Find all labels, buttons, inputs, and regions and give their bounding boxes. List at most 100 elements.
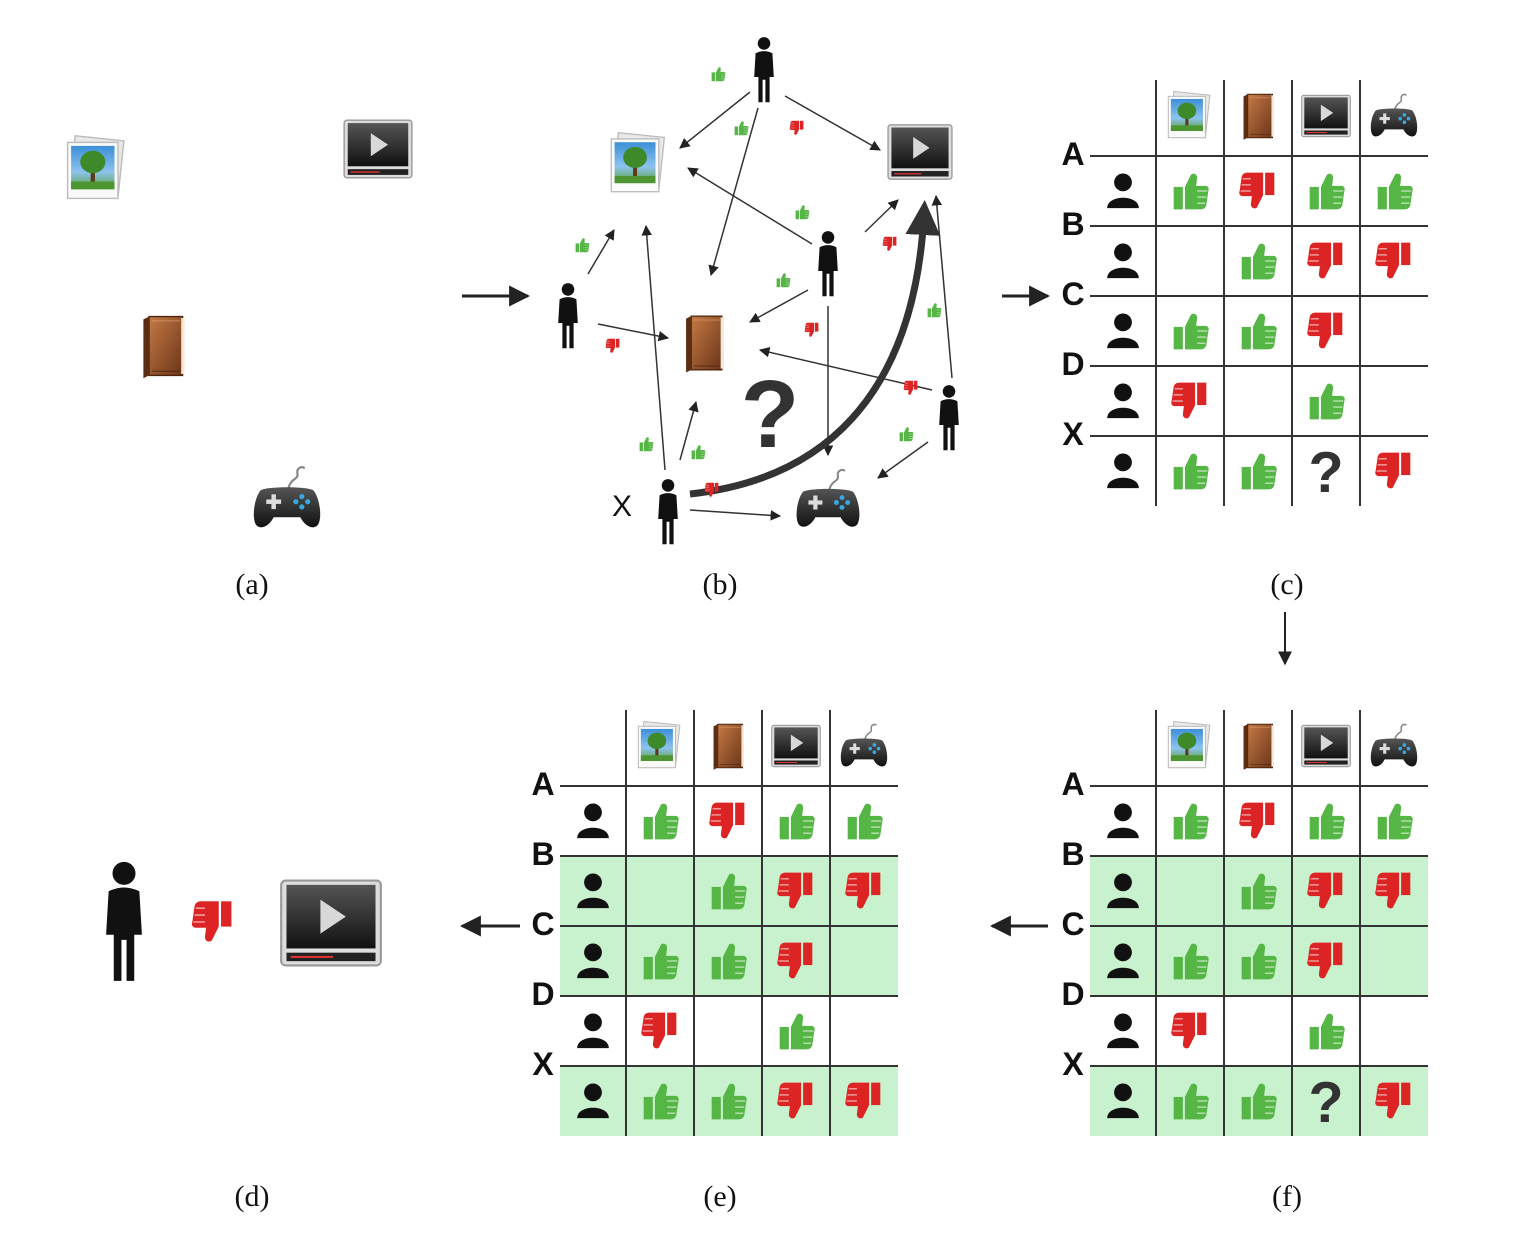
user-icon bbox=[577, 1013, 609, 1049]
thumbs-up-icon bbox=[927, 302, 942, 318]
rating-matrix-c: ? bbox=[1090, 80, 1428, 506]
thumbs-up-icon bbox=[1308, 382, 1346, 421]
prediction-arrow bbox=[689, 200, 941, 498]
user-icon bbox=[939, 385, 959, 451]
book-icon bbox=[1242, 93, 1275, 141]
thumbs-up-icon bbox=[575, 237, 590, 253]
thumbs-down-icon bbox=[1374, 241, 1412, 280]
thumbs-up-icon bbox=[1240, 452, 1278, 491]
user-icon bbox=[818, 231, 838, 297]
thumbs-up-icon bbox=[1172, 172, 1210, 211]
user-icon bbox=[1107, 173, 1139, 209]
thumbs-down-icon bbox=[1238, 171, 1276, 210]
thumbs-up-icon bbox=[1172, 802, 1210, 841]
thumbs-up-icon bbox=[711, 66, 726, 82]
row-label-a: A bbox=[531, 766, 555, 802]
row-label-x: X bbox=[532, 1046, 554, 1082]
thumbs-down-icon bbox=[1170, 1011, 1208, 1050]
video-icon bbox=[343, 119, 413, 179]
image-icon bbox=[1167, 90, 1211, 139]
rating-edges bbox=[587, 91, 953, 521]
thumbs-up-icon bbox=[1240, 312, 1278, 351]
thumbs-down-icon bbox=[605, 338, 620, 354]
image-icon bbox=[610, 131, 666, 193]
rating-matrix-f: ? bbox=[1090, 710, 1428, 1136]
thumbs-up-icon bbox=[899, 426, 914, 442]
thumbs-down-icon bbox=[190, 900, 233, 943]
user-icon bbox=[1107, 313, 1139, 349]
user-icon bbox=[558, 283, 578, 349]
user-x-icon bbox=[106, 861, 142, 981]
caption-e: (e) bbox=[703, 1180, 737, 1213]
row-label-b: B bbox=[531, 836, 555, 872]
thumbs-down-icon bbox=[804, 322, 819, 338]
thumbs-up-icon bbox=[1240, 242, 1278, 281]
user-icon bbox=[577, 803, 609, 839]
image-icon bbox=[66, 134, 125, 200]
thumbs-down-icon bbox=[1306, 241, 1344, 280]
unknown-rating-mark: ? bbox=[740, 361, 800, 468]
thumbs-up-icon bbox=[691, 444, 706, 460]
caption-a: (a) bbox=[235, 568, 269, 601]
book-icon bbox=[142, 315, 186, 380]
panel-d bbox=[106, 861, 382, 981]
user-icon bbox=[1107, 803, 1139, 839]
thumbs-up-icon bbox=[795, 204, 810, 220]
thumbs-up-icon bbox=[1308, 1012, 1346, 1051]
video-icon bbox=[887, 124, 953, 180]
gamepad-icon bbox=[1369, 93, 1419, 138]
thumbs-up-icon bbox=[778, 802, 816, 841]
row-label-d: D bbox=[1061, 976, 1085, 1012]
thumbs-up-icon bbox=[1376, 172, 1414, 211]
thumbs-up-icon bbox=[776, 272, 791, 288]
row-label-a: A bbox=[1061, 766, 1085, 802]
user-icon bbox=[1107, 453, 1139, 489]
row-label-x: X bbox=[1062, 416, 1084, 452]
thumbs-up-icon bbox=[778, 1012, 816, 1051]
rating-matrix-e bbox=[560, 710, 898, 1136]
user-x-label: X bbox=[612, 490, 633, 523]
thumbs-down-icon bbox=[789, 120, 804, 136]
row-label-d: D bbox=[1061, 346, 1085, 382]
row-label-b: B bbox=[1061, 836, 1085, 872]
thumbs-down-icon bbox=[882, 236, 897, 252]
user-x-icon bbox=[658, 479, 678, 545]
gamepad-icon bbox=[795, 468, 861, 528]
book-icon bbox=[1242, 723, 1275, 771]
unknown-rating-mark: ? bbox=[1308, 441, 1343, 505]
thumbs-down-icon bbox=[1170, 381, 1208, 420]
user-icon bbox=[1107, 383, 1139, 419]
thumbs-down-icon bbox=[708, 801, 746, 840]
panel-b bbox=[558, 37, 959, 545]
row-label-x: X bbox=[1062, 1046, 1084, 1082]
caption-c: (c) bbox=[1270, 568, 1304, 601]
thumbs-up-icon bbox=[1172, 312, 1210, 351]
gamepad-icon bbox=[1369, 723, 1419, 768]
thumbs-up-icon bbox=[1308, 172, 1346, 211]
thumbs-up-icon bbox=[734, 120, 749, 136]
unknown-rating-mark: ? bbox=[1308, 1071, 1343, 1135]
gamepad-icon bbox=[839, 723, 889, 768]
row-label-c: C bbox=[1061, 906, 1085, 942]
thumbs-down-icon bbox=[1374, 451, 1412, 490]
image-icon bbox=[1167, 720, 1211, 769]
book-icon bbox=[685, 315, 725, 374]
image-icon bbox=[637, 720, 681, 769]
thumbs-up-icon bbox=[1172, 452, 1210, 491]
caption-d: (d) bbox=[234, 1180, 270, 1213]
video-icon bbox=[1301, 724, 1351, 768]
thumbs-up-icon bbox=[642, 802, 680, 841]
caption-b: (b) bbox=[702, 568, 738, 601]
edge-rating-markers bbox=[575, 66, 942, 498]
video-icon bbox=[771, 724, 821, 768]
row-label-a: A bbox=[1061, 136, 1085, 172]
thumbs-down-icon bbox=[1306, 311, 1344, 350]
thumbs-up-icon bbox=[1376, 802, 1414, 841]
caption-f: (f) bbox=[1272, 1180, 1302, 1213]
thumbs-down-icon bbox=[903, 380, 918, 396]
video-icon bbox=[1301, 94, 1351, 138]
row-label-c: C bbox=[531, 906, 555, 942]
thumbs-down-icon bbox=[640, 1011, 678, 1050]
book-icon bbox=[712, 723, 745, 771]
thumbs-down-icon bbox=[1238, 801, 1276, 840]
